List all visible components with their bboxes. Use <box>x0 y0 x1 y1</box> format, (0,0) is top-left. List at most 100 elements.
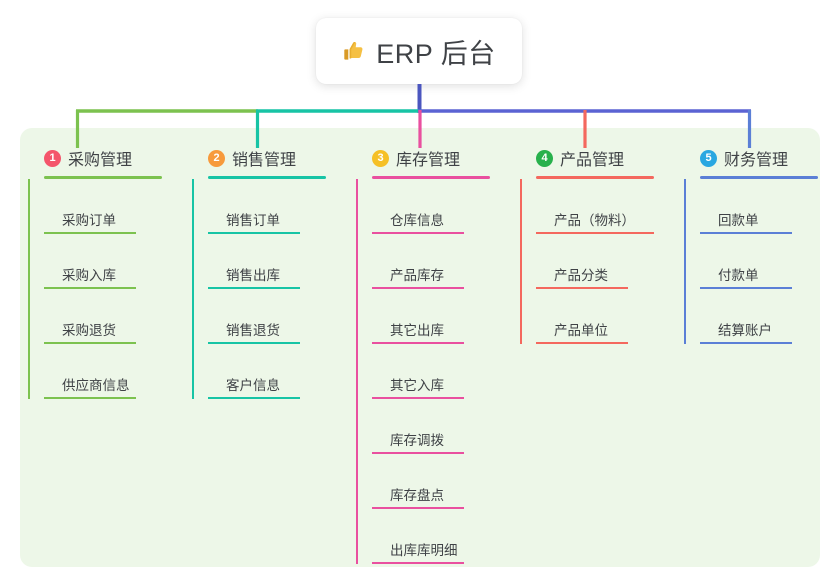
diagram-panel <box>20 128 820 567</box>
leaf-item-label: 产品（物料） <box>554 213 635 228</box>
column-1: 1 采购管理采购订单采购入库采购退货供应商信息 <box>28 144 188 399</box>
column-badge-5: 5 <box>700 149 717 167</box>
column-items-1: 采购订单采购入库采购退货供应商信息 <box>28 179 188 399</box>
leaf-item-underline <box>44 232 136 234</box>
leaf-item[interactable]: 客户信息 <box>208 344 352 399</box>
column-2: 2 销售管理销售订单销售出库销售退货客户信息 <box>192 144 352 399</box>
column-rail-3 <box>356 179 358 564</box>
leaf-item-underline <box>536 342 628 344</box>
leaf-item[interactable]: 付款单 <box>700 234 839 289</box>
leaf-item-label: 产品库存 <box>390 268 444 283</box>
leaf-item-label: 供应商信息 <box>62 378 130 393</box>
leaf-item-label: 仓库信息 <box>390 213 444 228</box>
leaf-item-label: 采购订单 <box>62 213 116 228</box>
column-header-4[interactable]: 4 产品管理 <box>520 144 680 172</box>
leaf-item-label: 采购退货 <box>62 323 116 338</box>
leaf-item[interactable]: 回款单 <box>700 179 839 234</box>
column-underline-5 <box>700 176 818 179</box>
column-underline-3 <box>372 176 490 179</box>
leaf-item-underline <box>700 287 792 289</box>
leaf-item-label: 销售订单 <box>226 213 280 228</box>
leaf-item-label: 销售出库 <box>226 268 280 283</box>
leaf-item[interactable]: 采购退货 <box>44 289 188 344</box>
leaf-item-underline <box>44 342 136 344</box>
leaf-item[interactable]: 产品（物料） <box>536 179 680 234</box>
root-node-card[interactable]: ERP 后台 <box>316 18 522 84</box>
leaf-item-underline <box>44 287 136 289</box>
column-badge-1: 1 <box>44 149 61 167</box>
leaf-item[interactable]: 结算账户 <box>700 289 839 344</box>
leaf-item[interactable]: 销售退货 <box>208 289 352 344</box>
column-underline-4 <box>536 176 654 179</box>
leaf-item[interactable]: 产品库存 <box>372 234 516 289</box>
leaf-item[interactable]: 产品单位 <box>536 289 680 344</box>
leaf-item-label: 客户信息 <box>226 378 280 393</box>
column-items-3: 仓库信息产品库存其它出库其它入库库存调拨库存盘点出库库明细 <box>356 179 516 564</box>
leaf-item-underline <box>372 452 464 454</box>
column-title-2: 销售管理 <box>232 152 297 169</box>
leaf-item[interactable]: 产品分类 <box>536 234 680 289</box>
leaf-item-label: 库存调拨 <box>390 433 444 448</box>
leaf-item-underline <box>700 232 792 234</box>
column-badge-3: 3 <box>372 149 389 167</box>
leaf-item-underline <box>372 342 464 344</box>
root-node-title: ERP 后台 <box>376 38 496 69</box>
leaf-item-label: 产品单位 <box>554 323 608 338</box>
leaf-item[interactable]: 采购入库 <box>44 234 188 289</box>
column-header-3[interactable]: 3 库存管理 <box>356 144 516 172</box>
leaf-item-underline <box>372 507 464 509</box>
leaf-item-label: 付款单 <box>718 268 759 283</box>
column-5: 5 财务管理回款单付款单结算账户 <box>684 144 839 344</box>
leaf-item[interactable]: 库存盘点 <box>372 454 516 509</box>
column-header-5[interactable]: 5 财务管理 <box>684 144 839 172</box>
column-rail-5 <box>684 179 686 344</box>
column-rail-1 <box>28 179 30 399</box>
leaf-item-underline <box>372 287 464 289</box>
column-header-1[interactable]: 1 采购管理 <box>28 144 188 172</box>
leaf-item[interactable]: 其它入库 <box>372 344 516 399</box>
column-badge-4: 4 <box>536 149 553 167</box>
column-underline-2 <box>208 176 326 179</box>
leaf-item-underline <box>208 232 300 234</box>
leaf-item-label: 销售退货 <box>226 323 280 338</box>
column-items-2: 销售订单销售出库销售退货客户信息 <box>192 179 352 399</box>
column-title-4: 产品管理 <box>560 152 625 169</box>
column-badge-2: 2 <box>208 149 225 167</box>
thumbs-up-icon <box>342 39 366 63</box>
leaf-item[interactable]: 采购订单 <box>44 179 188 234</box>
leaf-item-label: 库存盘点 <box>390 488 444 503</box>
column-rail-4 <box>520 179 522 344</box>
leaf-item-underline <box>208 342 300 344</box>
leaf-item-underline <box>208 287 300 289</box>
leaf-item-label: 产品分类 <box>554 268 608 283</box>
leaf-item-underline <box>536 232 654 234</box>
column-title-3: 库存管理 <box>396 152 461 169</box>
leaf-item[interactable]: 库存调拨 <box>372 399 516 454</box>
leaf-item-underline <box>372 397 464 399</box>
leaf-item[interactable]: 销售订单 <box>208 179 352 234</box>
leaf-item[interactable]: 出库库明细 <box>372 509 516 564</box>
leaf-item-underline <box>372 232 464 234</box>
column-items-5: 回款单付款单结算账户 <box>684 179 839 344</box>
leaf-item-label: 结算账户 <box>718 323 772 338</box>
leaf-item-underline <box>208 397 300 399</box>
column-title-5: 财务管理 <box>724 152 789 169</box>
leaf-item-label: 其它入库 <box>390 378 444 393</box>
leaf-item-underline <box>536 287 628 289</box>
column-title-1: 采购管理 <box>68 152 133 169</box>
column-items-4: 产品（物料） 产品分类产品单位 <box>520 179 680 344</box>
column-rail-2 <box>192 179 194 399</box>
column-3: 3 库存管理仓库信息产品库存其它出库其它入库库存调拨库存盘点出库库明细 <box>356 144 516 564</box>
leaf-item-underline <box>700 342 792 344</box>
column-header-2[interactable]: 2 销售管理 <box>192 144 352 172</box>
column-underline-1 <box>44 176 162 179</box>
leaf-item[interactable]: 供应商信息 <box>44 344 188 399</box>
leaf-item[interactable]: 仓库信息 <box>372 179 516 234</box>
leaf-item[interactable]: 销售出库 <box>208 234 352 289</box>
leaf-item-label: 回款单 <box>718 213 759 228</box>
column-4: 4 产品管理产品（物料） 产品分类产品单位 <box>520 144 680 344</box>
leaf-item-label: 出库库明细 <box>390 543 458 558</box>
leaf-item[interactable]: 其它出库 <box>372 289 516 344</box>
leaf-item-underline <box>372 562 464 564</box>
